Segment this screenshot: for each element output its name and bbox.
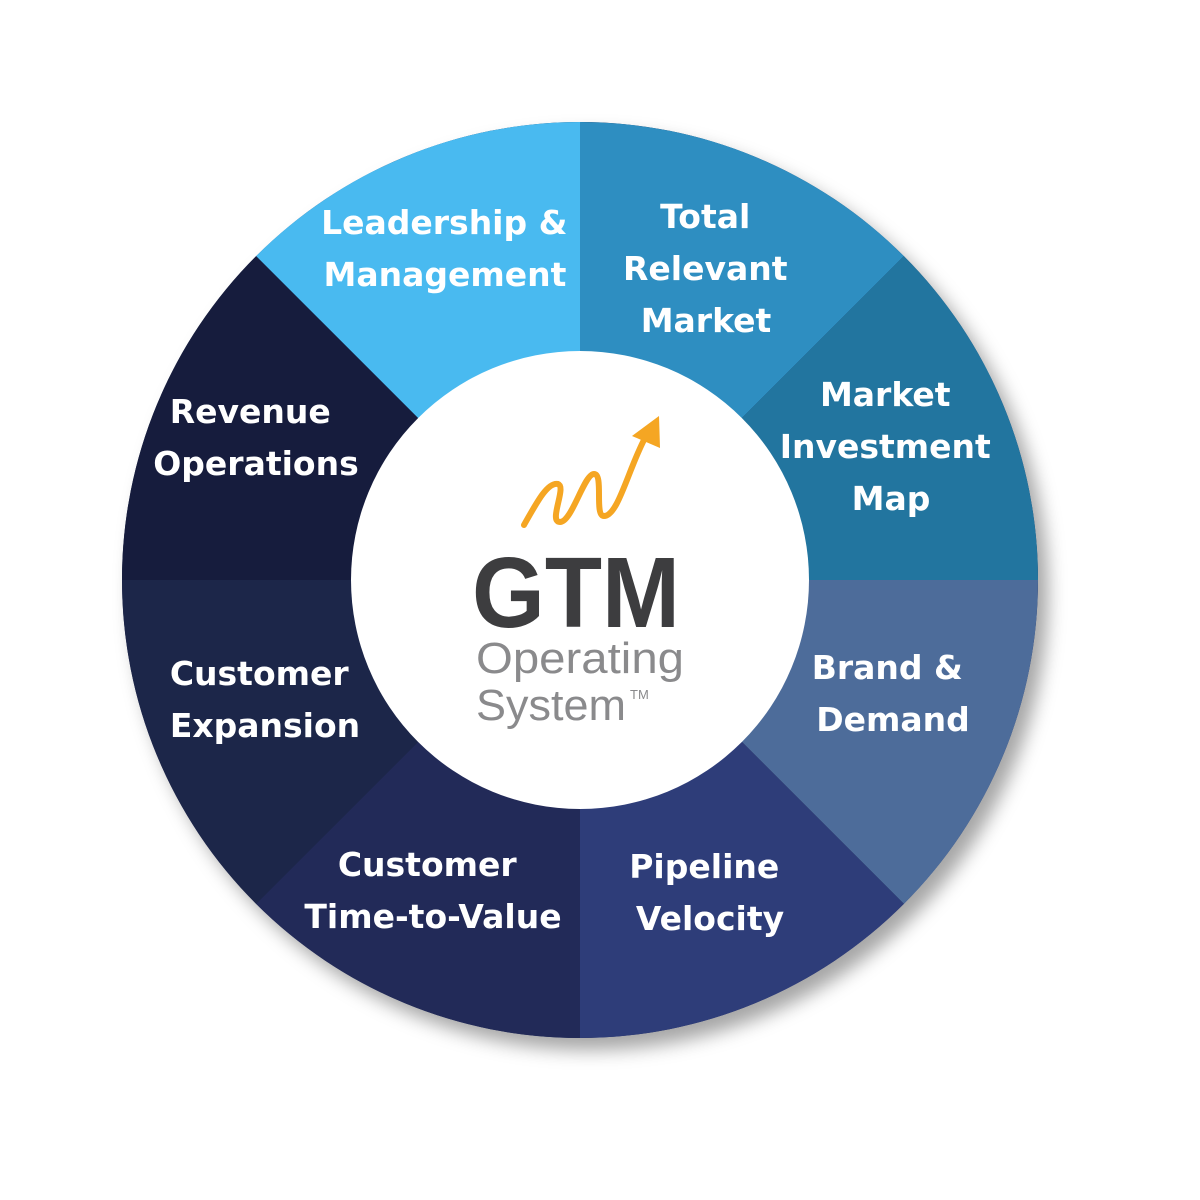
gtm-logo: GTM Operating System TM [472, 416, 684, 730]
logo-trademark: TM [630, 687, 649, 702]
label-leadership: Leadership & Management [321, 203, 579, 294]
logo-title: GTM [472, 537, 680, 649]
label-brand-demand: Brand & Demand [812, 648, 975, 739]
center-circle [351, 351, 809, 809]
growth-arrow-icon [521, 416, 660, 528]
logo-subtitle-system: System [476, 681, 626, 730]
label-total-relevant-market: Total Relevant Market [623, 197, 799, 340]
label-market-investment-map: Market Investment Map [780, 375, 1003, 518]
label-customer-expansion: Customer Expansion [170, 654, 360, 745]
label-revenue-operations: Revenue Operations [153, 392, 359, 483]
label-pipeline-velocity: Pipeline Velocity [629, 847, 791, 938]
logo-subtitle-operating: Operating [476, 634, 684, 683]
label-customer-time-to-value: Customer Time-to-Value [304, 845, 561, 936]
